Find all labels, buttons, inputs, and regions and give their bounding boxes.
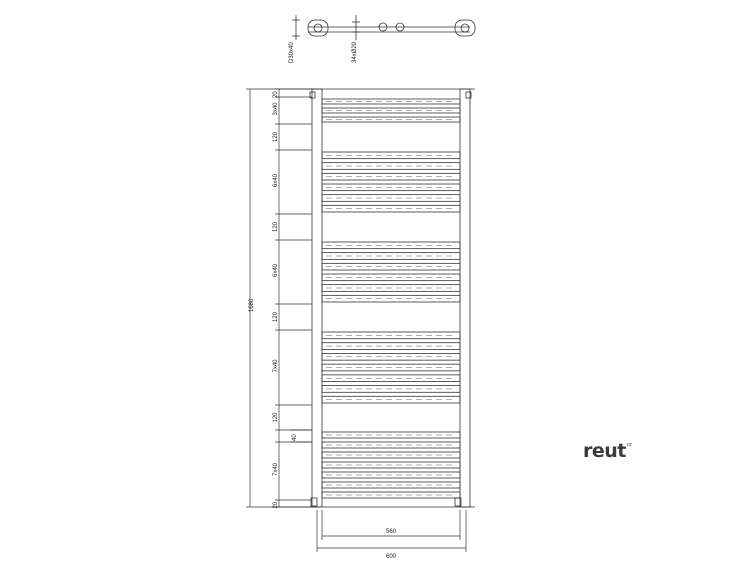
tube xyxy=(321,481,461,489)
bottom-left-valve xyxy=(310,497,318,507)
tube xyxy=(321,107,461,114)
tube xyxy=(321,342,461,350)
tube xyxy=(321,294,461,303)
tube xyxy=(321,116,461,123)
inner-width-label: 560 xyxy=(386,529,397,535)
tube xyxy=(321,172,461,181)
height-dimension-label: 7x40 xyxy=(273,359,279,373)
height-dimension-label: 120 xyxy=(273,221,279,232)
tube xyxy=(321,363,461,372)
width-dimensions xyxy=(316,510,467,552)
brand-suffix: cz xyxy=(626,442,632,448)
tube xyxy=(321,353,461,361)
tubes xyxy=(321,98,461,499)
right-collector-top xyxy=(454,19,476,37)
brand-logo: reutcz xyxy=(583,440,632,462)
tube xyxy=(321,262,461,271)
height-dimension-label: 120 xyxy=(273,412,279,423)
height-dimension-label: 40 xyxy=(292,434,298,441)
tube xyxy=(321,204,461,213)
tube xyxy=(321,151,461,160)
height-dimension-label: 120 xyxy=(273,131,279,142)
radiator-front-view xyxy=(308,88,475,508)
tube xyxy=(321,471,461,479)
height-dimension-label: 6x40 xyxy=(273,263,279,277)
height-dimension-label: 3x40 xyxy=(273,102,279,116)
tube xyxy=(321,284,461,292)
tube xyxy=(321,385,461,393)
tube xyxy=(321,451,461,459)
tube xyxy=(321,273,461,282)
top-right-cap xyxy=(465,91,472,99)
tube xyxy=(321,441,461,449)
tube xyxy=(321,461,461,469)
connection-dimension-label: 34xØ20 xyxy=(352,41,358,63)
top-left-cap xyxy=(309,91,316,99)
top-view xyxy=(292,15,476,40)
tube xyxy=(321,374,461,382)
tube xyxy=(321,331,461,340)
height-dimension-label: 20 xyxy=(273,501,279,508)
tube xyxy=(321,252,461,260)
tube xyxy=(321,194,461,202)
tube xyxy=(321,395,461,404)
pipe-dimension-label: D30x40 xyxy=(289,42,295,63)
height-dimension-label: 120 xyxy=(273,311,279,322)
left-collector-bore xyxy=(313,23,323,33)
left-collector xyxy=(311,88,323,508)
tube xyxy=(321,241,461,250)
height-dimension-label: 20 xyxy=(273,91,279,98)
left-collector-top xyxy=(307,19,329,37)
brand-name: reut xyxy=(583,440,626,462)
height-dimension-label: 6x40 xyxy=(273,173,279,187)
tube xyxy=(321,431,461,439)
right-collector xyxy=(459,88,471,508)
right-collector-bore xyxy=(460,23,470,33)
tube xyxy=(321,98,461,105)
tube xyxy=(321,183,461,192)
height-dimension-chain xyxy=(246,88,318,508)
height-dimension-label: 7x40 xyxy=(273,462,279,476)
total-height-label: 1680 xyxy=(249,298,255,312)
connection-right xyxy=(395,22,405,32)
tube xyxy=(321,491,461,499)
connection-left xyxy=(378,22,388,32)
total-width-label: 600 xyxy=(386,554,397,560)
tube xyxy=(321,162,461,170)
